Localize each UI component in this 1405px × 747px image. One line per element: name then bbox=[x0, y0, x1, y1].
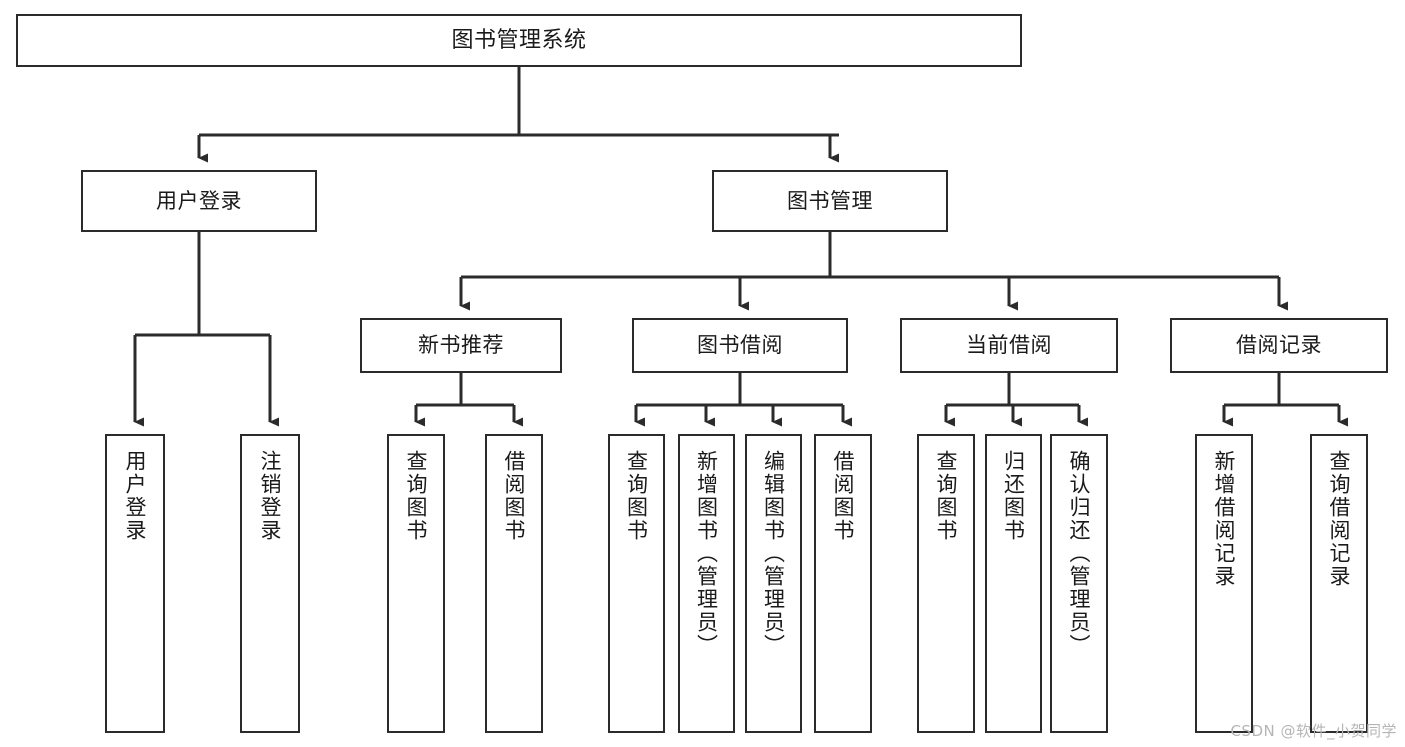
csdn-watermark: CSDN @软件_小贺同学 bbox=[1230, 722, 1397, 740]
node-label-leaf-add-book: 新增图书（管理员） bbox=[694, 450, 719, 657]
node-label-current-borrow: 当前借阅 bbox=[966, 333, 1052, 358]
node-label-leaf-confirm-return: 确认归还（管理员） bbox=[1067, 450, 1092, 657]
node-root-system[interactable]: 图书管理系统 bbox=[16, 14, 1022, 67]
node-label-borrow-record: 借阅记录 bbox=[1236, 333, 1322, 358]
node-leaf-user-login[interactable]: 用户登录 bbox=[105, 434, 165, 733]
node-new-book-recommend[interactable]: 新书推荐 bbox=[360, 318, 562, 373]
node-leaf-return-book[interactable]: 归还图书 bbox=[985, 434, 1042, 733]
node-leaf-query-borrow-record[interactable]: 查询借阅记录 bbox=[1310, 434, 1368, 733]
node-leaf-borrow-book-recommend[interactable]: 借阅图书 bbox=[485, 434, 543, 733]
node-label-leaf-query-borrow-record: 查询借阅记录 bbox=[1327, 450, 1352, 588]
node-label-leaf-add-borrow-record: 新增借阅记录 bbox=[1212, 450, 1237, 588]
node-leaf-query-book-borrow[interactable]: 查询图书 bbox=[608, 434, 665, 733]
node-leaf-borrow-book[interactable]: 借阅图书 bbox=[814, 434, 872, 733]
node-book-manage[interactable]: 图书管理 bbox=[712, 170, 948, 232]
node-leaf-edit-book[interactable]: 编辑图书（管理员） bbox=[745, 434, 802, 733]
node-label-leaf-return-book: 归还图书 bbox=[1001, 450, 1026, 542]
node-leaf-logout[interactable]: 注销登录 bbox=[240, 434, 300, 733]
node-label-root-system: 图书管理系统 bbox=[451, 27, 587, 53]
node-current-borrow[interactable]: 当前借阅 bbox=[900, 318, 1118, 373]
node-leaf-query-book-recommend[interactable]: 查询图书 bbox=[387, 434, 445, 733]
node-label-new-book-recommend: 新书推荐 bbox=[418, 333, 504, 358]
node-user-login[interactable]: 用户登录 bbox=[81, 170, 317, 232]
node-borrow-record[interactable]: 借阅记录 bbox=[1170, 318, 1388, 373]
node-label-leaf-query-book-borrow: 查询图书 bbox=[624, 450, 649, 542]
node-leaf-query-book-current[interactable]: 查询图书 bbox=[917, 434, 975, 733]
node-label-leaf-borrow-book: 借阅图书 bbox=[831, 450, 856, 542]
node-label-user-login: 用户登录 bbox=[156, 188, 242, 213]
node-label-leaf-logout: 注销登录 bbox=[258, 450, 283, 542]
node-label-book-manage: 图书管理 bbox=[787, 188, 873, 213]
node-leaf-confirm-return[interactable]: 确认归还（管理员） bbox=[1050, 434, 1108, 733]
node-label-leaf-user-login: 用户登录 bbox=[123, 450, 148, 542]
node-label-leaf-borrow-book-recommend: 借阅图书 bbox=[502, 450, 527, 542]
node-label-leaf-query-book-recommend: 查询图书 bbox=[404, 450, 429, 542]
node-leaf-add-book[interactable]: 新增图书（管理员） bbox=[678, 434, 735, 733]
node-label-leaf-edit-book: 编辑图书（管理员） bbox=[761, 450, 786, 657]
node-label-book-borrow: 图书借阅 bbox=[697, 333, 783, 358]
node-book-borrow[interactable]: 图书借阅 bbox=[632, 318, 848, 373]
node-leaf-add-borrow-record[interactable]: 新增借阅记录 bbox=[1195, 434, 1253, 733]
node-label-leaf-query-book-current: 查询图书 bbox=[934, 450, 959, 542]
